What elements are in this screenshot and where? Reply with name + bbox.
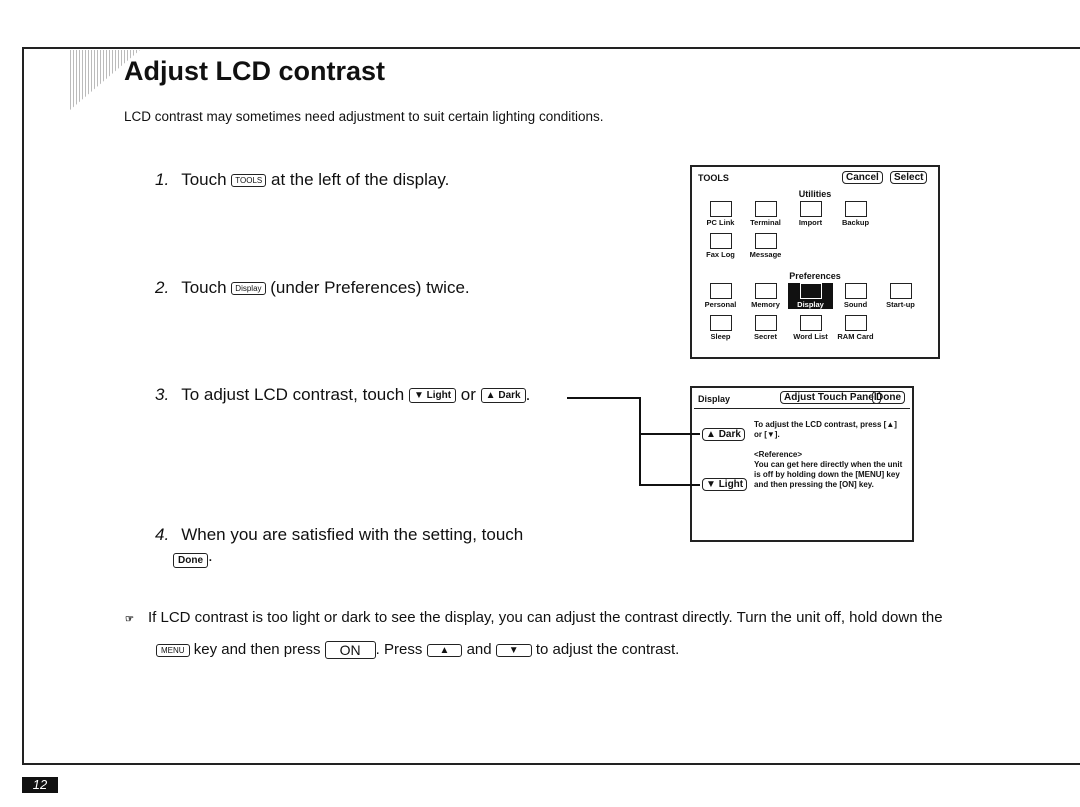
page-title: Adjust LCD contrast xyxy=(124,56,386,86)
note-text: . Press xyxy=(375,641,423,658)
frame-left xyxy=(22,47,24,763)
ram-card-item: RAM Card xyxy=(833,315,878,341)
display-screen: Display Adjust Touch Panel Done ▲ Dark ▼… xyxy=(690,386,914,542)
connector-line xyxy=(639,397,641,485)
dark-key: ▲ Dark xyxy=(480,388,526,404)
frame-bottom xyxy=(22,763,1080,765)
fax-log-item: Fax Log xyxy=(698,233,743,259)
on-key: ON xyxy=(324,641,376,660)
menu-key: MENU xyxy=(156,643,190,657)
done-key: Done xyxy=(173,553,208,568)
word-list-item: Word List xyxy=(788,315,833,341)
note-text: If LCD contrast is too light or dark to … xyxy=(147,609,943,626)
note-line-2: MENU key and then press ON. Press ▲ and … xyxy=(156,641,680,660)
step-number: 3. xyxy=(155,385,170,404)
display-icon: Display xyxy=(231,282,266,296)
step-1: 1. Touch TOOLS at the left of the display… xyxy=(155,170,449,190)
step-number: 4. xyxy=(155,525,170,544)
step-text: . xyxy=(525,385,531,404)
personal-item: Personal xyxy=(698,283,743,309)
note-text: key and then press xyxy=(193,641,321,658)
display-item: Display xyxy=(788,283,833,309)
step-number: 1. xyxy=(155,170,170,189)
sound-item: Sound xyxy=(833,283,878,309)
connector-line xyxy=(639,433,700,435)
step-2: 2. Touch Display (under Preferences) twic… xyxy=(155,278,470,298)
note-line-1: ☞ If LCD contrast is too light or dark to… xyxy=(125,609,943,626)
adjust-touch-panel-button: Adjust Touch Panel xyxy=(780,391,881,404)
terminal-item: Terminal xyxy=(743,201,788,227)
step-text: To adjust LCD contrast, touch xyxy=(181,385,405,404)
utilities-grid: PC Link Terminal Import Backup Fax Log M… xyxy=(698,201,923,259)
step-4: 4. When you are satisfied with the settin… xyxy=(155,525,523,568)
up-key: ▲ xyxy=(426,643,463,657)
import-item: Import xyxy=(788,201,833,227)
step-text: . xyxy=(208,545,213,565)
light-button: ▼ Light xyxy=(702,478,748,491)
step-text: Touch xyxy=(181,170,227,189)
start-up-item: Start-up xyxy=(878,283,923,309)
step-number: 2. xyxy=(155,278,170,297)
connector-line xyxy=(639,484,700,486)
step-text: Touch xyxy=(181,278,227,297)
dark-button: ▲ Dark xyxy=(702,428,745,441)
light-key: ▼ Light xyxy=(408,388,457,404)
step-text: When you are satisfied with the setting,… xyxy=(181,525,524,544)
connector-line xyxy=(567,397,640,399)
screen-title: Display xyxy=(698,394,731,404)
secret-item: Secret xyxy=(743,315,788,341)
memory-item: Memory xyxy=(743,283,788,309)
preferences-grid: Personal Memory Display Sound Start-up S… xyxy=(698,283,923,341)
message-item: Message xyxy=(743,233,788,259)
backup-item: Backup xyxy=(833,201,878,227)
pc-link-item: PC Link xyxy=(698,201,743,227)
down-key: ▼ xyxy=(495,643,532,657)
note-text: to adjust the contrast. xyxy=(535,641,680,658)
utilities-header: Utilities xyxy=(698,189,932,199)
frame-top xyxy=(22,47,1080,49)
step-text: (under Preferences) twice. xyxy=(270,278,470,297)
done-button: Done xyxy=(872,391,905,404)
display-instructions: To adjust the LCD contrast, press [▲] or… xyxy=(754,420,903,489)
tools-screen: TOOLS Cancel Select Utilities PC Link Te… xyxy=(690,165,940,359)
step-text: or xyxy=(460,385,476,404)
cancel-button: Cancel xyxy=(842,171,883,184)
screen-title: TOOLS xyxy=(698,173,729,183)
step-text: at the left of the display. xyxy=(271,170,450,189)
preferences-header: Preferences xyxy=(698,271,932,281)
pointing-hand-icon: ☞ xyxy=(125,614,134,625)
note-text: and xyxy=(466,641,492,658)
page-number: 12 xyxy=(22,777,58,793)
sleep-item: Sleep xyxy=(698,315,743,341)
step-3: 3.To adjust LCD contrast, touch ▼ Light … xyxy=(155,385,530,405)
intro-text: LCD contrast may sometimes need adjustme… xyxy=(124,109,604,124)
tools-icon: TOOLS xyxy=(231,174,267,188)
select-button: Select xyxy=(890,171,928,184)
